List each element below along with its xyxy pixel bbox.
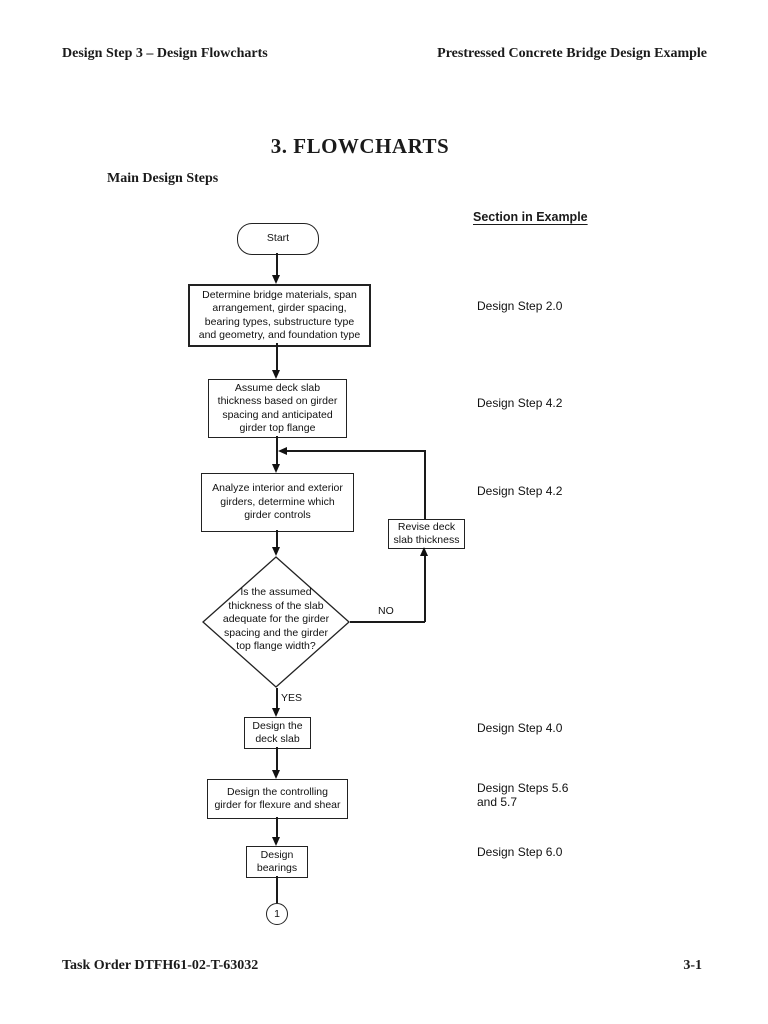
arrowhead-down-icon bbox=[272, 547, 280, 556]
arrowhead-down-icon bbox=[272, 370, 280, 379]
box-text-line: spacing and anticipated bbox=[222, 408, 333, 421]
yes-label: YES bbox=[281, 692, 303, 704]
no-branch-line-horizontal bbox=[350, 621, 425, 623]
section-ref-4-0: Design Step 4.0 bbox=[477, 721, 563, 735]
diamond-text-line: adequate for the girder bbox=[222, 613, 330, 625]
section-ref-5-6: Design Steps 5.6 bbox=[477, 781, 569, 795]
diamond-text-line: spacing and the girder bbox=[224, 626, 328, 639]
box-text-line: Determine bridge materials, span bbox=[202, 288, 357, 301]
flowchart-box-determine: Determine bridge materials, span arrange… bbox=[188, 284, 371, 347]
box-text-line: Assume deck slab bbox=[234, 381, 321, 394]
off-page-connector: 1 bbox=[266, 903, 288, 925]
box-text-line: Revise deck bbox=[397, 520, 456, 533]
connector-line bbox=[276, 253, 278, 275]
box-text-line: bearings bbox=[256, 862, 298, 874]
box-text-line: Design the bbox=[252, 719, 303, 732]
flowchart-box-deck-slab: Design the deck slab bbox=[244, 717, 311, 749]
diamond-text-line: Is the assumed bbox=[240, 586, 312, 598]
no-branch-line-vertical bbox=[424, 556, 426, 622]
box-text-line: Analyze interior and exterior bbox=[212, 482, 343, 495]
box-text-line: girder controls bbox=[244, 509, 311, 522]
section-ref-5-7: and 5.7 bbox=[477, 795, 518, 809]
connector-line bbox=[276, 876, 278, 903]
flowchart-decision-diamond bbox=[202, 556, 350, 688]
decision-question-text: Is the assumed thickness of the slab ade… bbox=[202, 586, 350, 654]
box-text-line: Design bbox=[260, 848, 294, 861]
connector-line bbox=[276, 817, 278, 837]
arrowhead-down-icon bbox=[272, 275, 280, 284]
page-title: 3. FLOWCHARTS bbox=[270, 134, 450, 158]
diamond-text-line: top flange width? bbox=[236, 640, 316, 652]
box-text-line: girder for flexure and shear bbox=[214, 799, 341, 811]
box-text-line: bearing types, substructure type bbox=[204, 315, 355, 328]
flowchart-box-analyze: Analyze interior and exterior girders, d… bbox=[201, 473, 354, 532]
connector-line bbox=[276, 530, 278, 547]
flowchart-start-node: Start bbox=[237, 223, 319, 255]
flowchart-box-bearings: Design bearings bbox=[246, 846, 308, 878]
start-label: Start bbox=[266, 232, 290, 245]
header-right: Prestressed Concrete Bridge Design Examp… bbox=[437, 46, 707, 61]
arrowhead-down-icon bbox=[272, 837, 280, 846]
footer-page-number: 3-1 bbox=[683, 958, 702, 973]
footer-task-order: Task Order DTFH61-02-T-63032 bbox=[62, 958, 259, 973]
arrowhead-up-icon bbox=[420, 547, 428, 556]
arrowhead-left-icon bbox=[278, 447, 287, 455]
box-text-line: arrangement, girder spacing, bbox=[212, 302, 347, 314]
flowchart-box-girder: Design the controlling girder for flexur… bbox=[207, 779, 348, 819]
section-ref-4-2b: Design Step 4.2 bbox=[477, 484, 563, 498]
flowchart-box-assume: Assume deck slab thickness based on gird… bbox=[208, 379, 347, 438]
connector-line bbox=[276, 747, 278, 770]
section-ref-4-2a: Design Step 4.2 bbox=[477, 396, 563, 410]
connector-line bbox=[276, 343, 278, 370]
section-ref-6-0: Design Step 6.0 bbox=[477, 845, 563, 859]
arrowhead-down-icon bbox=[272, 770, 280, 779]
diamond-text-line: thickness of the slab bbox=[228, 599, 324, 612]
box-text-line: girders, determine which bbox=[220, 495, 335, 508]
box-text-line: and geometry, and foundation type bbox=[198, 329, 361, 341]
box-text-line: slab thickness bbox=[393, 534, 460, 546]
connector-line bbox=[276, 436, 278, 464]
flowchart-box-revise: Revise deck slab thickness bbox=[388, 519, 465, 549]
box-text-line: deck slab bbox=[255, 733, 300, 745]
no-label: NO bbox=[378, 605, 394, 617]
connector-number: 1 bbox=[274, 908, 280, 920]
column-header-section-in-example: Section in Example bbox=[473, 210, 588, 224]
connector-line bbox=[276, 688, 278, 708]
box-text-line: thickness based on girder bbox=[217, 395, 338, 407]
arrowhead-down-icon bbox=[272, 464, 280, 473]
box-text-line: girder top flange bbox=[239, 422, 316, 434]
section-ref-2-0: Design Step 2.0 bbox=[477, 299, 563, 313]
section-subtitle: Main Design Steps bbox=[107, 171, 219, 186]
header-left: Design Step 3 – Design Flowcharts bbox=[62, 46, 268, 61]
feedback-line-vertical bbox=[424, 450, 426, 519]
feedback-line-horizontal bbox=[287, 450, 425, 452]
arrowhead-down-icon bbox=[272, 708, 280, 717]
diamond-outline bbox=[202, 556, 350, 688]
box-text-line: Design the controlling bbox=[227, 785, 328, 798]
